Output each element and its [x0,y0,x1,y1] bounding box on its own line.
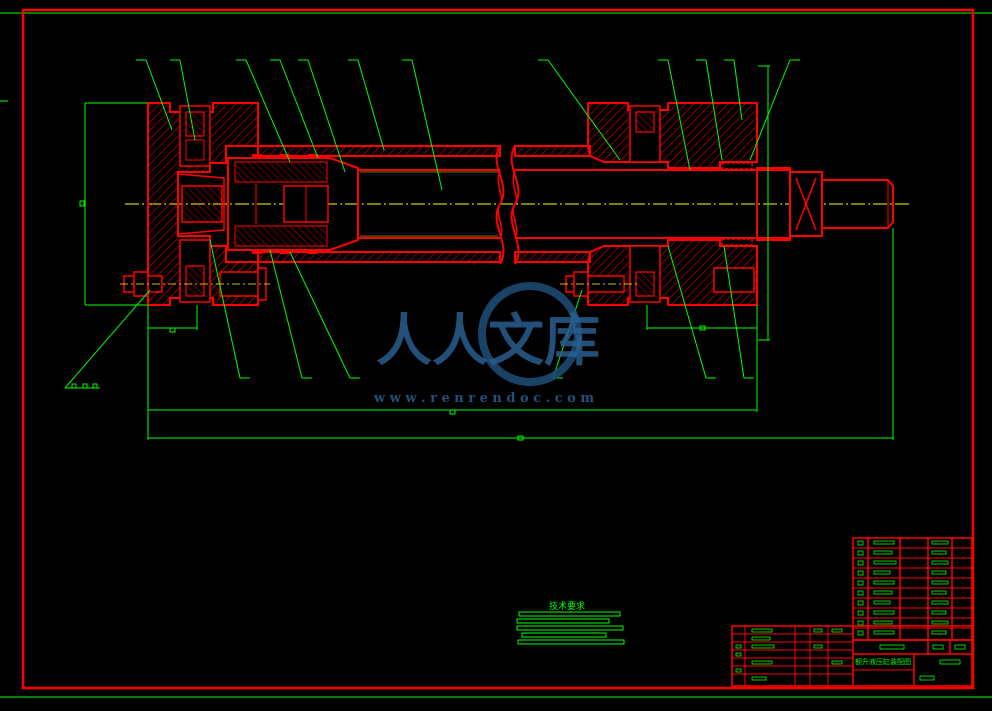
drawing-frame [0,8,992,698]
cylinder-barrel [257,145,591,265]
piston [227,154,359,254]
tech-requirements-title: 技术要求 [549,600,585,612]
front-end-cap [587,102,758,306]
right-tie-bolt [560,271,640,297]
technical-requirements: 技术要求 [516,600,625,645]
parts-list [852,537,973,641]
left-tie-bolt [120,267,270,301]
watermark: 人人文库 w w w . r e n r e n d o c . c o m [373,282,600,406]
title-block [731,625,973,687]
parts-list-entries [857,540,949,636]
title-block-drawing-name: 额升液压缸装配图 [855,657,911,666]
title-block-entries [735,628,966,681]
leader-lines [136,59,800,379]
piston-rod [358,169,790,239]
watermark-url: w w w . r e n r e n d o c . c o m [373,391,594,406]
watermark-brand: 人人文库 [376,309,600,374]
dimension-lines [64,65,894,441]
rod-end [756,167,894,241]
